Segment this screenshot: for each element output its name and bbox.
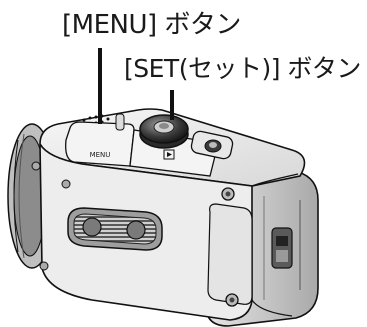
side-cover: [207, 203, 253, 305]
record-button: [190, 130, 234, 160]
menu-key-label: MENU: [90, 151, 111, 159]
screws: [31, 161, 239, 307]
indicator-lamp: [115, 113, 125, 131]
menu-key: MENU: [65, 121, 135, 167]
set-dial: [139, 114, 189, 149]
side-switch: [271, 227, 293, 269]
mic-grille: [67, 207, 163, 251]
play-icon: [163, 149, 175, 160]
menu-button-callout: [MENU] ボタン: [62, 10, 241, 40]
set-button-callout: [SET(セット)] ボタン: [124, 54, 361, 83]
